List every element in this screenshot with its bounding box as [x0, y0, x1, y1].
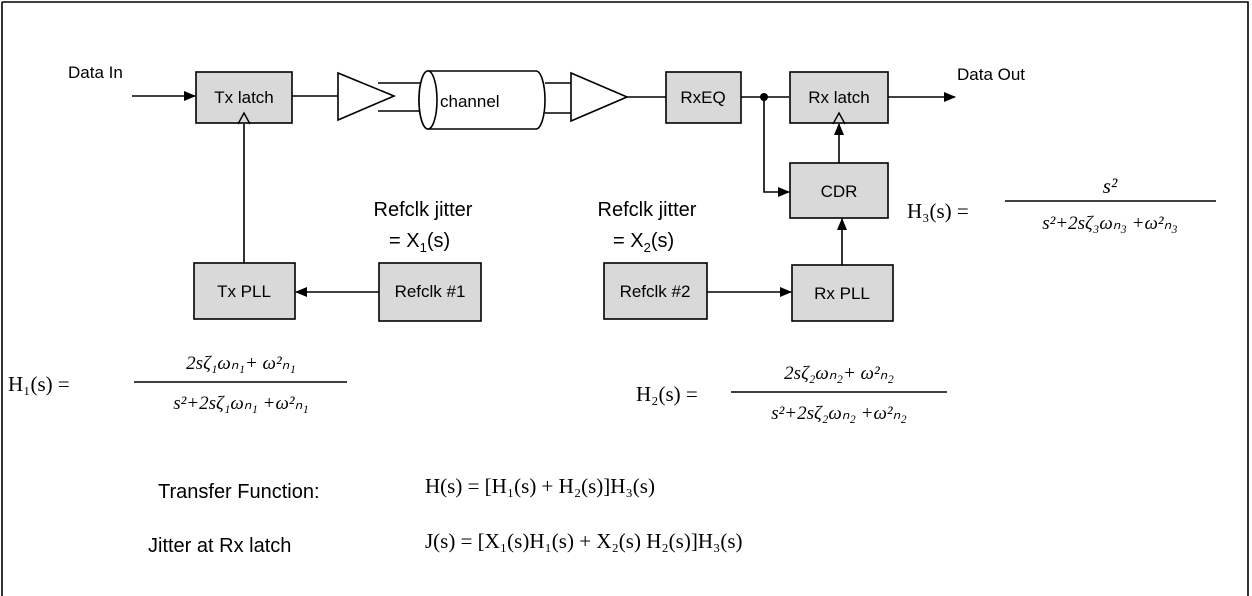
h2-lhs: H₂(s) =	[636, 382, 698, 406]
h1-denominator: s²+2sζ₁ωₙ₁ +ω²ₙ₁	[173, 393, 309, 414]
rx-pll-label: Rx PLL	[814, 284, 870, 303]
h1-lhs: H₁(s) =	[8, 372, 70, 396]
data-out-label: Data Out	[957, 65, 1025, 84]
refclk-jitter-2-eq: = X2(s)	[613, 230, 674, 255]
channel-label: channel	[440, 92, 500, 111]
cdr-label: CDR	[821, 182, 858, 201]
jitter-label: Jitter at Rx latch	[148, 535, 291, 557]
channel-cylinder	[418, 70, 546, 130]
refclk2-block	[603, 262, 708, 320]
tx-latch-block	[195, 71, 293, 124]
refclk2-label: Refclk #2	[620, 282, 691, 301]
rxeq-label: RxEQ	[680, 88, 725, 107]
rx-amp-triangle	[570, 71, 630, 123]
refclk-jitter-2-title: Refclk jitter	[598, 199, 697, 221]
refclk1-block	[378, 262, 482, 322]
rx-latch-clock-mark	[832, 111, 846, 125]
transfer-function-label: Transfer Function:	[158, 481, 320, 503]
cdr-block	[789, 162, 889, 219]
h3-lhs: H₃(s) =	[907, 199, 969, 223]
tx-pll-label: Tx PLL	[217, 282, 271, 301]
tx-latch-label: Tx latch	[214, 88, 274, 107]
rxeq-block	[665, 71, 742, 124]
tx-latch-clock-mark	[237, 111, 251, 125]
rx-latch-label: Rx latch	[808, 88, 869, 107]
refclk1-label: Refclk #1	[395, 282, 466, 301]
junction-to-cdr-arrow	[763, 97, 790, 197]
transfer-function-expression: H(s) = [H₁(s) + H₂(s)]H₃(s)	[425, 474, 655, 498]
refclk-jitter-1-eq: = X1(s)	[389, 230, 450, 255]
h3-denominator: s²+2sζ₃ωₙ₃ +ω²ₙ₃	[1042, 213, 1178, 234]
data-in-label: Data In	[68, 63, 123, 82]
rx-pll-block	[791, 264, 894, 322]
refclk-jitter-1-title: Refclk jitter	[374, 199, 473, 221]
h1-numerator: 2sζ₁ωₙ₁+ ω²ₙ₁	[186, 353, 296, 374]
h3-numerator: s²	[1103, 174, 1118, 198]
h2-numerator: 2sζ₂ωₙ₂+ ω²ₙ₂	[784, 363, 894, 384]
jitter-expression: J(s) = [X₁(s)H₁(s) + X₂(s) H₂(s)]H₃(s)	[425, 529, 742, 553]
h2-denominator: s²+2sζ₂ωₙ₂ +ω²ₙ₂	[771, 403, 907, 424]
tx-driver-triangle	[337, 71, 397, 122]
